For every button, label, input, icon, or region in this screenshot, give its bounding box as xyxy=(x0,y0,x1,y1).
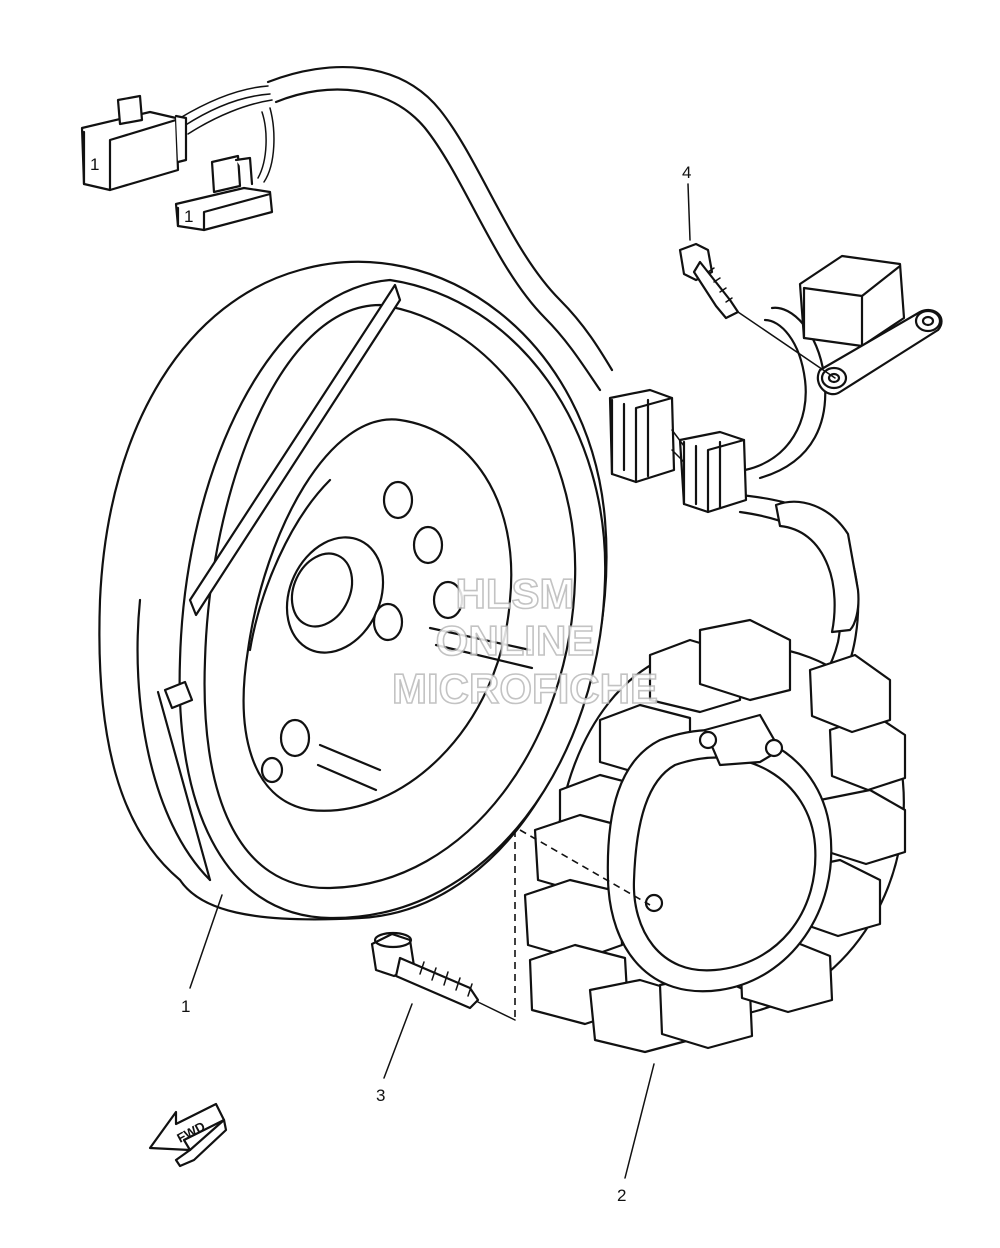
screw-4 xyxy=(678,242,836,379)
callout-4: 4 xyxy=(682,163,691,182)
callout-3: 3 xyxy=(376,1086,385,1105)
watermark-line-1: HLSM xyxy=(456,570,575,617)
fwd-arrow-icon: FWD xyxy=(148,1102,228,1168)
rotor xyxy=(98,260,608,921)
watermark-line-2: ONLINE xyxy=(436,617,595,664)
connector-mark-left: 1 xyxy=(90,155,99,174)
callout-1: 1 xyxy=(181,997,190,1016)
coupler-top: 1 xyxy=(80,94,188,192)
connector-mark-right: 1 xyxy=(184,207,193,226)
watermark-line-3: MICROFICHE xyxy=(392,665,658,712)
watermark: HLSM ONLINE MICROFICHE xyxy=(391,569,659,713)
screw-3 xyxy=(370,931,516,1021)
coupler-lower: 1 xyxy=(174,154,274,232)
callout-2: 2 xyxy=(617,1186,626,1205)
leader-lines xyxy=(189,183,691,1179)
coupler-middle xyxy=(608,388,748,514)
stator xyxy=(514,618,907,1054)
pickup-coil xyxy=(798,254,943,396)
